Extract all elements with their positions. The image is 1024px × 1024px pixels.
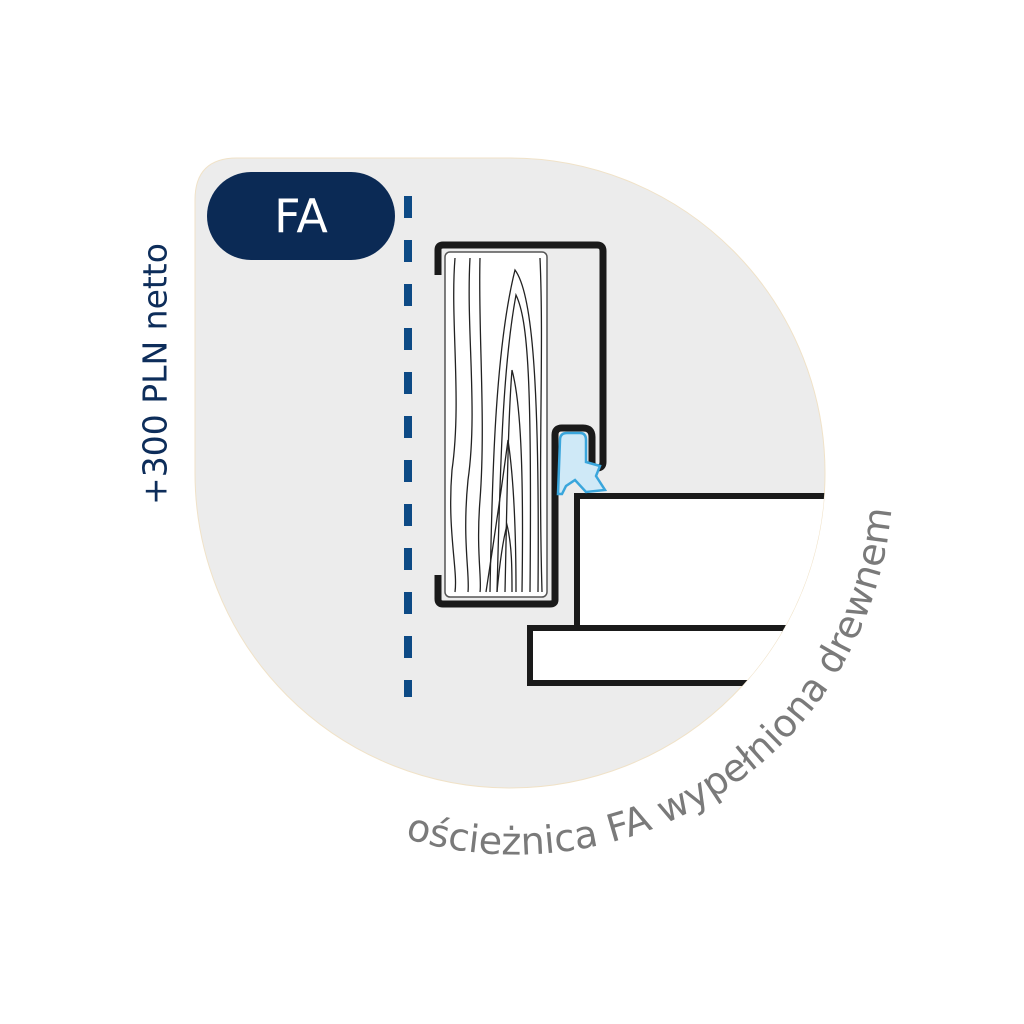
gasket [556, 431, 608, 496]
door-leaf [574, 493, 825, 633]
wood-core [444, 251, 548, 598]
price-label: +300 PLN netto [135, 243, 175, 505]
door-leaf-overlap [527, 625, 825, 686]
steel-profile [434, 241, 607, 608]
fa-badge: FA [207, 172, 395, 260]
